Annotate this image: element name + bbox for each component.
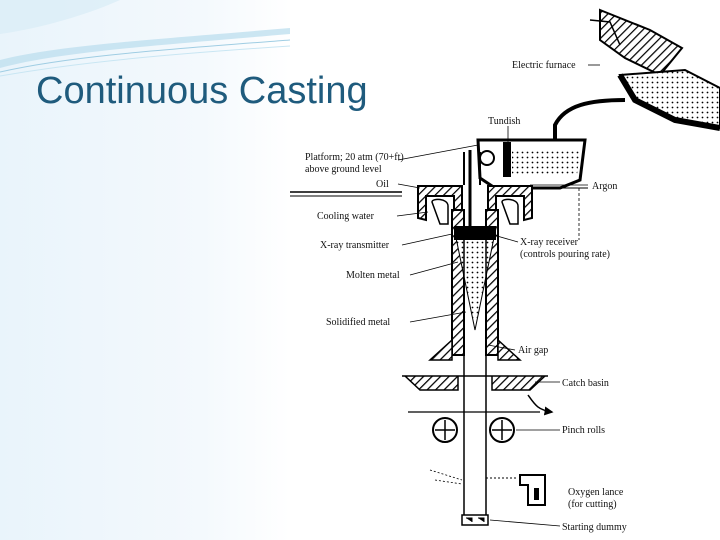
label-molten-metal: Molten metal	[346, 270, 400, 281]
tundish	[478, 140, 585, 188]
continuous-casting-diagram: Electric furnace Tundish Platform; 20 at…	[290, 0, 720, 540]
label-xray-transmitter: X-ray transmitter	[320, 240, 390, 251]
label-oil: Oil	[376, 179, 389, 190]
label-air-gap: Air gap	[518, 345, 548, 356]
label-electric-furnace: Electric furnace	[512, 60, 576, 71]
label-oxygen-lance-line1: Oxygen lance	[568, 487, 624, 498]
label-xray-receiver-line1: X-ray receiver	[520, 237, 579, 248]
label-cooling-water: Cooling water	[317, 211, 375, 222]
label-xray-receiver-line2: (controls pouring rate)	[520, 249, 610, 260]
catch-basin	[402, 376, 552, 412]
label-pinch-rolls: Pinch rolls	[562, 425, 605, 436]
label-tundish: Tundish	[488, 116, 520, 127]
label-platform-line1: Platform; 20 atm (70+ft)	[305, 152, 404, 163]
label-starting-dummy: Starting dummy	[562, 522, 627, 533]
pinch-rolls	[433, 418, 514, 442]
left-panel: Continuous Casting	[0, 0, 290, 540]
label-argon: Argon	[592, 181, 617, 192]
mold-flare	[430, 340, 520, 360]
oxygen-lance	[430, 470, 545, 505]
label-oxygen-lance-line2: (for cutting)	[568, 499, 617, 510]
label-catch-basin: Catch basin	[562, 378, 609, 389]
starting-dummy	[462, 515, 488, 525]
label-solidified-metal: Solidified metal	[326, 317, 390, 328]
label-platform-line2: above ground level	[305, 164, 382, 175]
electric-furnace	[590, 10, 720, 128]
